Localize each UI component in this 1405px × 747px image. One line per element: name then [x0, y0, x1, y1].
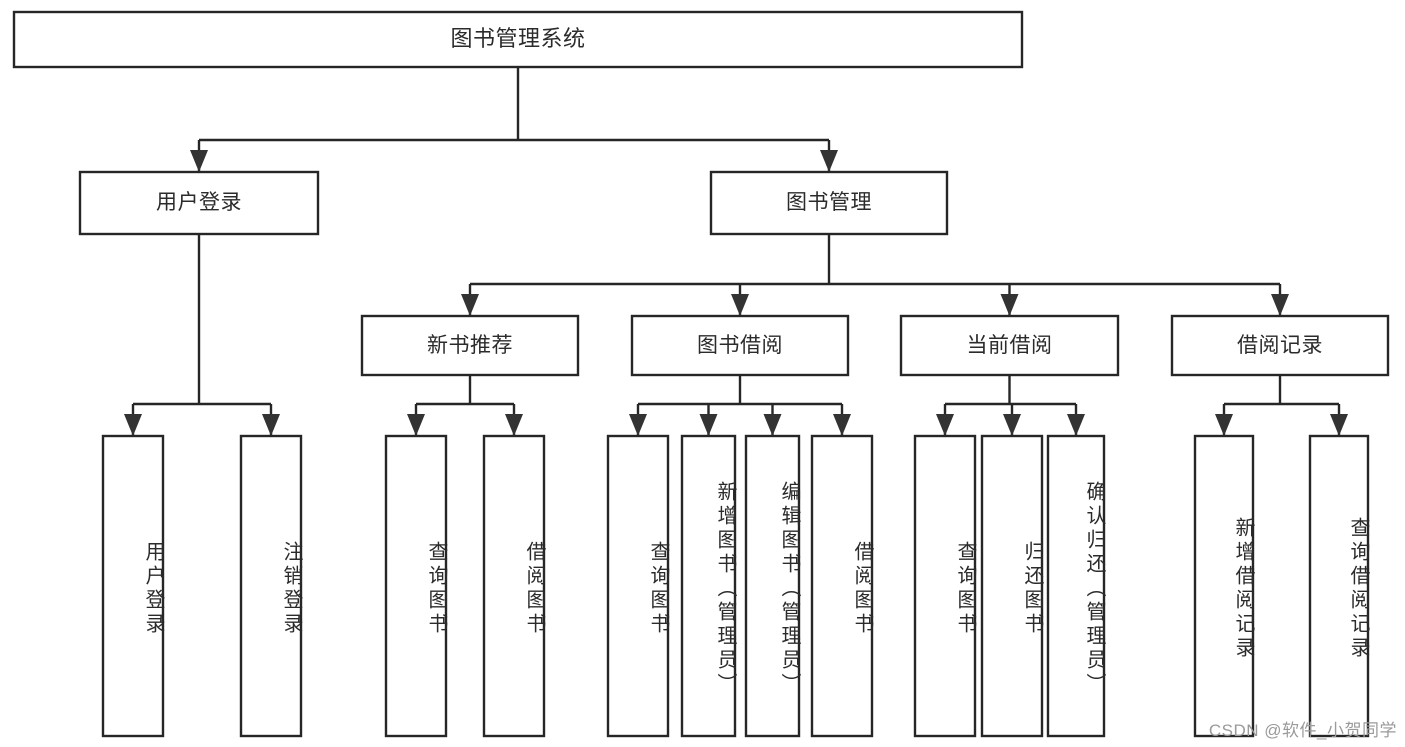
node-box-leaf-borrow-book-1[interactable] — [482, 434, 546, 738]
node-box-leaf-user-login[interactable] — [101, 434, 165, 738]
node-box-leaf-confirm-return[interactable] — [1046, 434, 1106, 738]
node-box-borrow-record[interactable] — [1170, 314, 1390, 377]
edge-lines — [124, 67, 1348, 436]
node-box-leaf-add-book[interactable] — [680, 434, 737, 738]
node-box-leaf-query-book-3[interactable] — [913, 434, 977, 738]
arrow-head-user-login — [190, 150, 208, 172]
watermark-text: CSDN @软件_小贺同学 — [1208, 721, 1397, 740]
node-box-root[interactable] — [12, 10, 1024, 69]
arrow-head-leaf-confirm-return — [1067, 414, 1085, 436]
node-box-leaf-query-book-1[interactable] — [384, 434, 448, 738]
node-box-leaf-add-record[interactable] — [1193, 434, 1255, 738]
arrow-head-leaf-borrow-book-1 — [505, 414, 523, 436]
arrow-head-leaf-logout — [262, 414, 280, 436]
arrow-head-book-manage — [820, 150, 838, 172]
node-box-book-manage[interactable] — [709, 170, 949, 236]
arrow-head-borrow-record — [1271, 294, 1289, 316]
node-box-leaf-borrow-book-2[interactable] — [810, 434, 874, 738]
arrow-head-book-borrow — [731, 294, 749, 316]
node-box-book-borrow[interactable] — [630, 314, 850, 377]
arrow-head-leaf-add-record — [1215, 414, 1233, 436]
arrow-head-leaf-edit-book — [763, 414, 782, 436]
arrow-head-leaf-return-book — [1003, 414, 1021, 436]
arrow-head-current-borrow — [1000, 294, 1019, 316]
arrow-head-leaf-query-record — [1330, 414, 1348, 436]
arrow-head-leaf-query-book-3 — [936, 414, 954, 436]
node-box-leaf-return-book[interactable] — [980, 434, 1044, 738]
node-box-new-book-rec[interactable] — [360, 314, 580, 377]
arrow-head-new-book-rec — [461, 294, 479, 316]
arrow-head-leaf-add-book — [699, 414, 718, 436]
node-box-current-borrow[interactable] — [899, 314, 1120, 377]
node-box-leaf-query-record[interactable] — [1308, 434, 1370, 738]
node-box-leaf-edit-book[interactable] — [744, 434, 801, 738]
arrow-head-leaf-user-login — [124, 414, 142, 436]
arrow-head-leaf-query-book-1 — [407, 414, 425, 436]
arrow-head-leaf-borrow-book-2 — [833, 414, 851, 436]
node-box-leaf-query-book-2[interactable] — [606, 434, 670, 738]
arrow-head-leaf-query-book-2 — [629, 414, 647, 436]
node-box-leaf-logout[interactable] — [239, 434, 303, 738]
node-box-user-login[interactable] — [78, 170, 320, 236]
node-boxes — [12, 10, 1390, 738]
